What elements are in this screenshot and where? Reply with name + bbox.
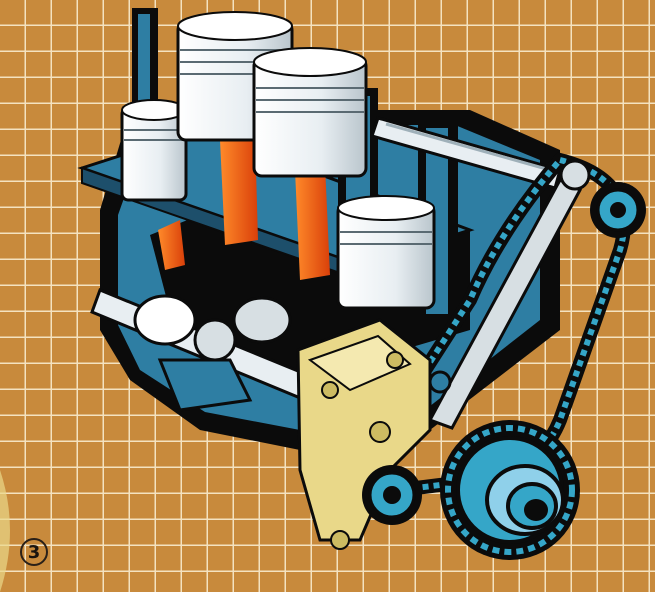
crank-sprocket	[440, 420, 580, 560]
piston-1	[122, 100, 186, 200]
piston-3	[254, 48, 366, 176]
idler-sprocket	[362, 465, 422, 525]
figure-number-badge: 3	[20, 538, 48, 566]
piston-4	[338, 196, 434, 308]
